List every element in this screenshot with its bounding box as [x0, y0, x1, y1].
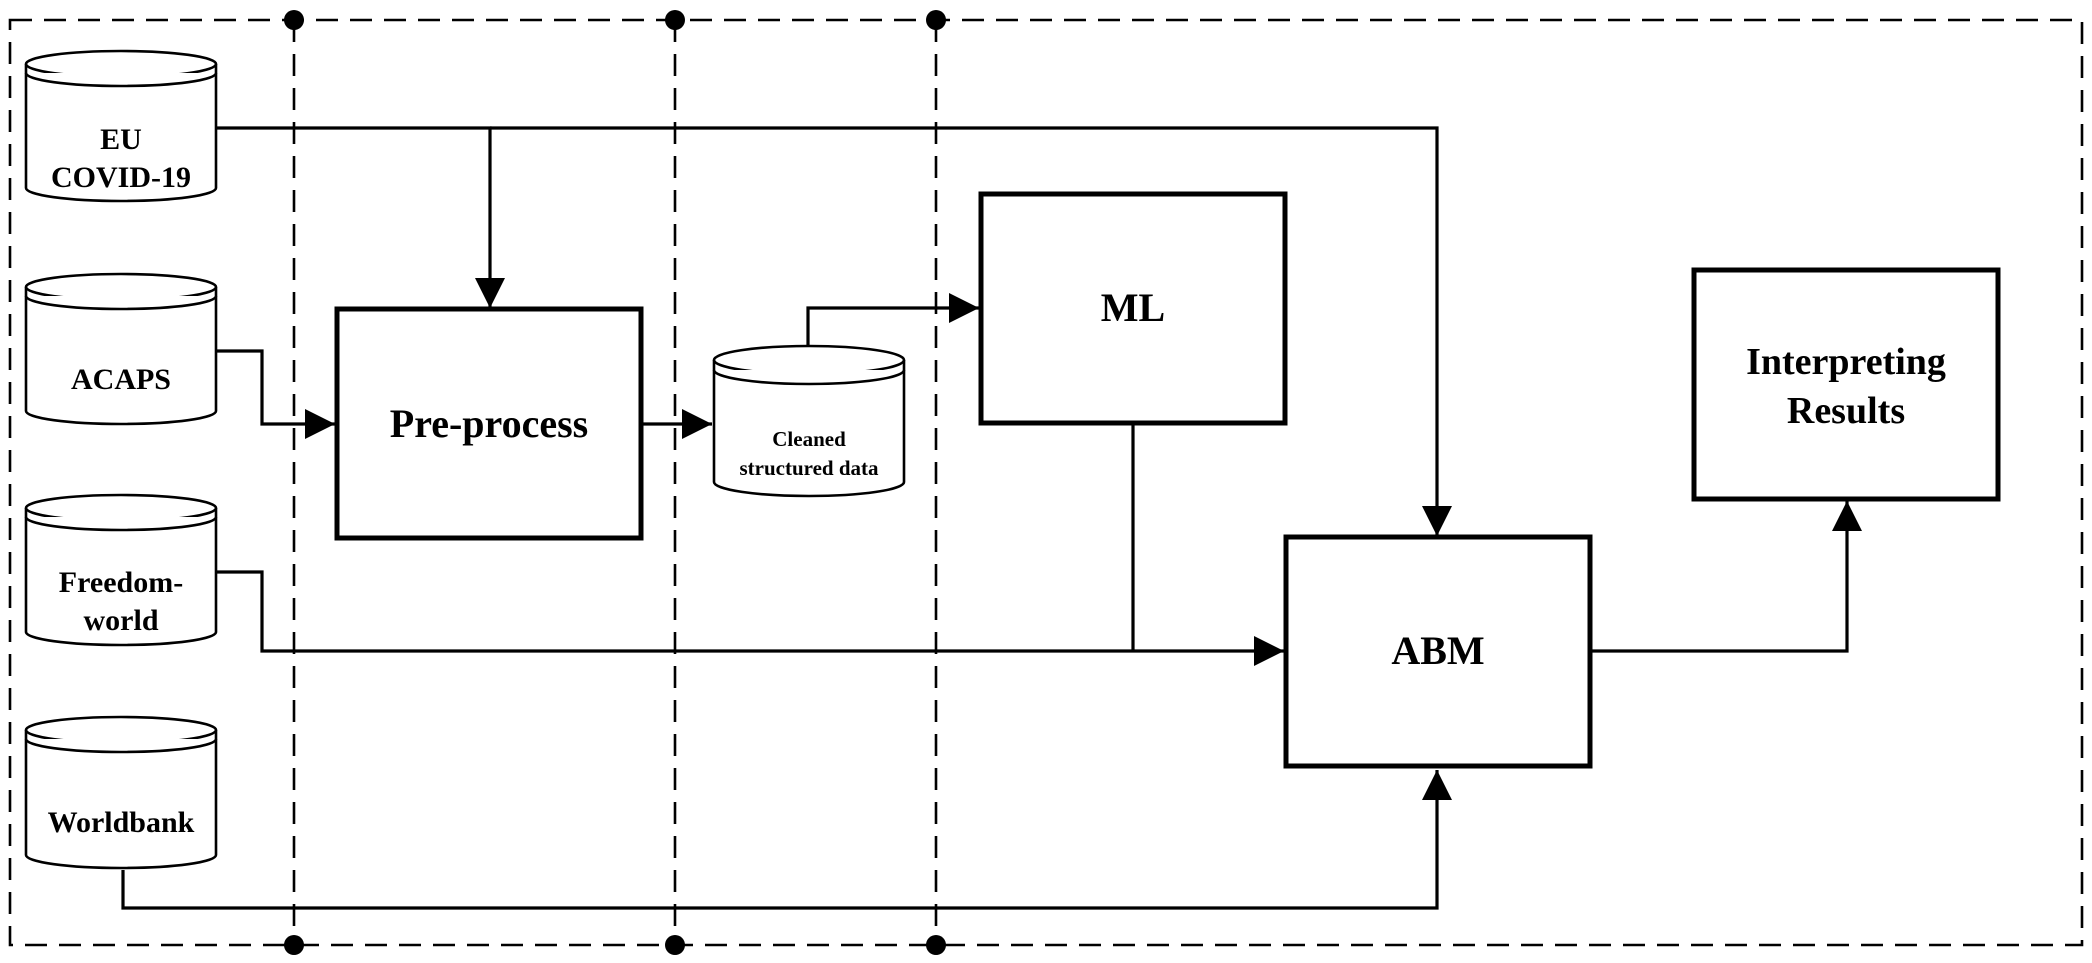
process-preprocess: Pre-process: [334, 306, 644, 541]
process-label: ML: [1101, 285, 1165, 330]
separator-dot: [284, 10, 304, 30]
connectors: [121, 126, 1862, 910]
source-label: ACAPS: [71, 363, 171, 396]
connector-eu-to-preprocess: [217, 126, 505, 308]
connector-abm-to-results: [1590, 501, 1862, 653]
source-label-line-1: EU: [100, 123, 142, 156]
storage-label-line-1: Cleaned: [772, 427, 846, 451]
source-label-line-1: Freedom-: [59, 566, 183, 599]
connector-storage-to-ml: [806, 293, 979, 348]
process-label: Pre-process: [390, 401, 588, 446]
data-source-eu-covid: EU COVID-19: [24, 49, 218, 203]
source-label: Worldbank: [48, 806, 195, 839]
connector-acaps-to-preprocess: [217, 349, 335, 439]
data-source-acaps: ACAPS: [24, 272, 218, 426]
separator-dot: [665, 10, 685, 30]
connector-worldbank-to-abm: [121, 770, 1452, 910]
process-label-line-2: Results: [1787, 390, 1905, 432]
separator-dot: [284, 935, 304, 955]
process-label-line-1: Interpreting: [1746, 341, 1946, 383]
separator-dot: [665, 935, 685, 955]
process-label: ABM: [1391, 628, 1484, 673]
process-interpreting-results: Interpreting Results: [1691, 267, 2001, 502]
storage-cleaned-data: Cleaned structured data: [712, 344, 906, 498]
source-label-line-2: COVID-19: [51, 161, 191, 194]
connector-eu-to-abm: [490, 126, 1452, 536]
process-ml: ML: [978, 191, 1288, 426]
stage-separators: [284, 10, 946, 955]
data-source-freedom-world: Freedom- world: [24, 493, 218, 647]
source-label-line-2: world: [84, 604, 159, 637]
connector-freedom-to-abm: [217, 570, 1284, 666]
process-abm: ABM: [1283, 534, 1593, 769]
separator-dot: [926, 10, 946, 30]
storage-label-line-2: structured data: [739, 456, 879, 480]
data-source-worldbank: Worldbank: [24, 715, 218, 870]
outer-frame: [8, 18, 2084, 947]
separator-dot: [926, 935, 946, 955]
